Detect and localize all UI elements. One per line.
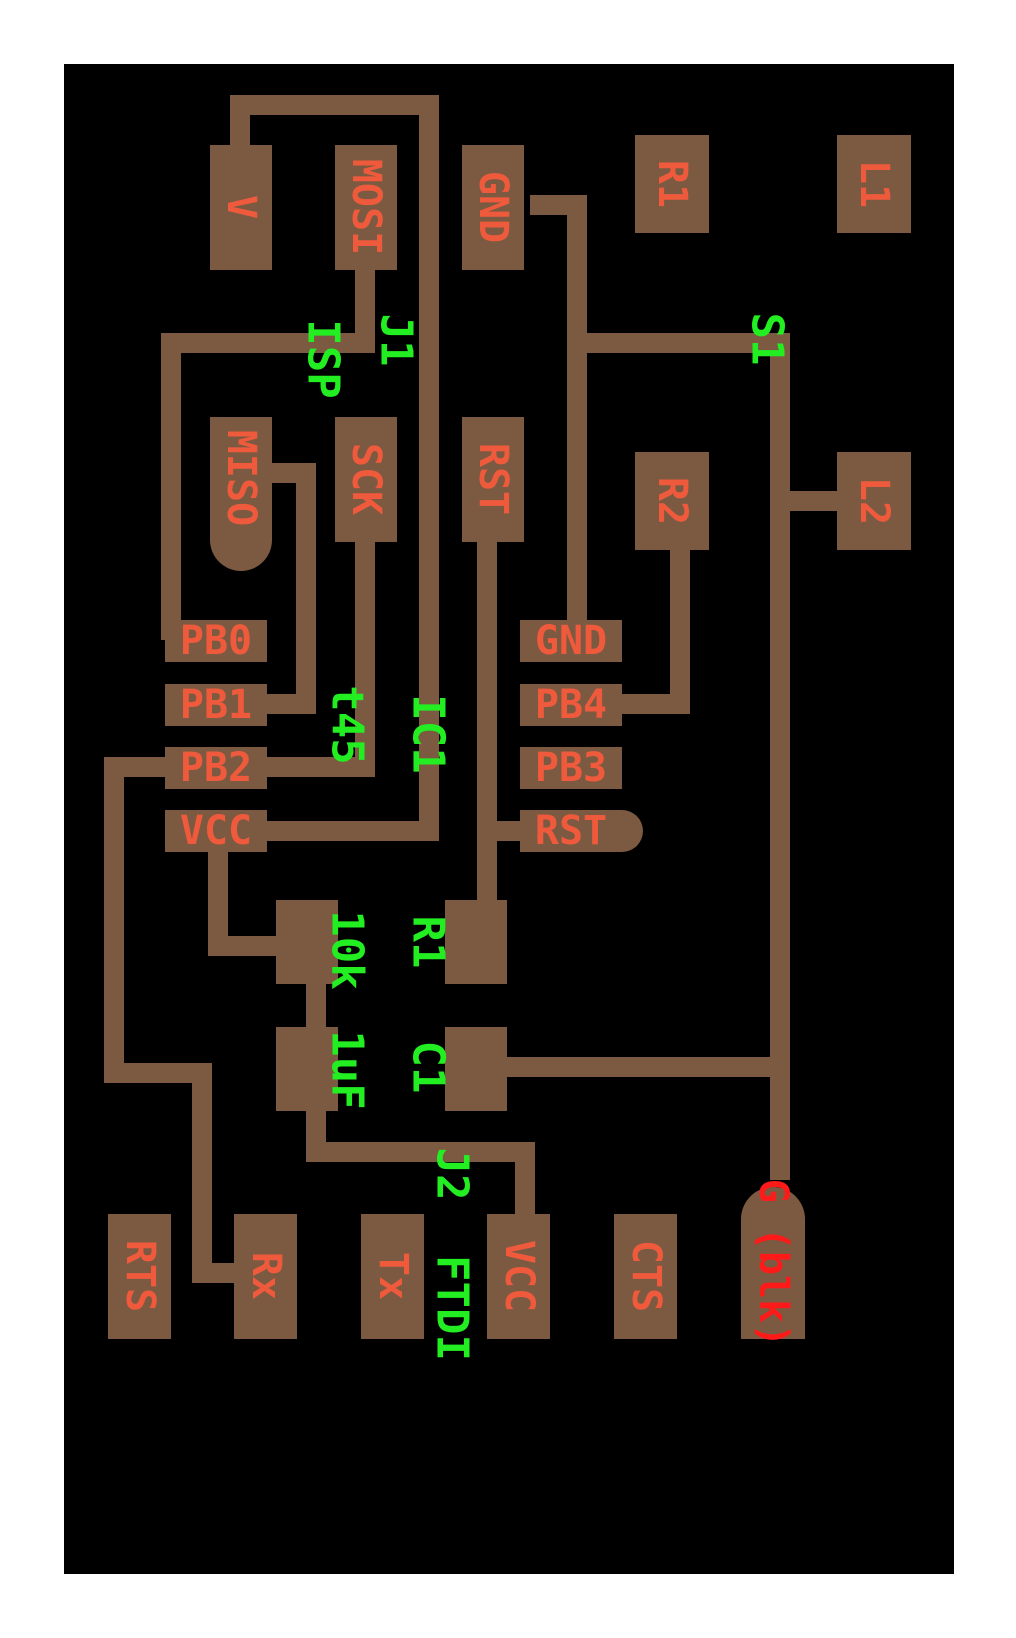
pad-label-sck: SCK (343, 443, 389, 515)
pad-r1-top (635, 135, 709, 233)
pad-vcc-ic (165, 810, 267, 852)
pad-r1-left (276, 900, 338, 984)
pad-label-l2: L2 (851, 477, 897, 525)
trace-gnd-bus (530, 195, 587, 640)
ic-pin-labels: PB0 PB1 PB2 VCC GND PB4 PB3 RST (180, 618, 607, 854)
trace-r2-to-pb4 (610, 520, 690, 714)
pin-label-rst-ic: RST (535, 808, 607, 854)
pad-label-rst-top: RST (470, 443, 516, 515)
pad-label-miso: MISO (218, 430, 264, 526)
pad-label-l1: L1 (851, 160, 897, 208)
ref-s1: S1 (742, 313, 793, 366)
ref-ic1: IC1 (403, 694, 454, 773)
pad-miso (210, 417, 272, 571)
pad-pb4 (520, 684, 622, 726)
pad-label-v: V (218, 195, 264, 219)
trace-mosi-to-pb0 (161, 250, 375, 640)
pad-label-tx: Tx (370, 1252, 416, 1300)
pad-c1-right (445, 1027, 507, 1111)
pad-tx (361, 1214, 424, 1339)
pad-v (210, 145, 272, 270)
pad-sck (335, 417, 397, 542)
pad-label-mosi: MOSI (343, 159, 389, 255)
pad-cts (614, 1214, 677, 1339)
pin-label-pb2: PB2 (180, 745, 252, 791)
pad-gnd-top (462, 145, 524, 270)
ref-ftdi: FTDI (427, 1255, 478, 1361)
trace-gnd-bus-s1 (577, 333, 790, 1180)
pads (108, 135, 911, 1339)
ref-r1: R1 (403, 916, 454, 969)
ref-isp: ISP (298, 319, 349, 398)
ref-t45: t45 (322, 685, 373, 764)
ref-c1-value: 1uF (322, 1030, 373, 1109)
pad-label-g-blk: G (blk) (750, 1179, 796, 1348)
reference-designators: J1 ISP S1 IC1 t45 R1 10k C1 1uF J2 FTDI (298, 313, 793, 1361)
pad-gnd-ic (520, 620, 622, 662)
pin-label-pb0: PB0 (180, 618, 252, 664)
pad-r1-right (445, 900, 507, 984)
pin-label-pb3: PB3 (535, 745, 607, 791)
pad-pb0 (165, 620, 267, 662)
pad-pb1 (165, 684, 267, 726)
pad-label-vcc-ftdi: VCC (496, 1240, 542, 1312)
trace-pb2-to-rx (104, 757, 240, 1283)
pad-rst-ic (520, 810, 643, 852)
pad-r2 (635, 452, 709, 550)
pad-label-rx: Rx (243, 1252, 289, 1300)
pad-label-r2: R2 (649, 477, 695, 525)
trace-vcc-to-r1 (208, 831, 290, 956)
pad-label-r1-top: R1 (649, 160, 695, 208)
pin-label-pb1: PB1 (180, 682, 252, 728)
pad-rx (234, 1214, 297, 1339)
pad-pb3 (520, 747, 622, 789)
pad-l1 (837, 135, 911, 233)
pad-label-cts: CTS (623, 1240, 669, 1312)
pad-label-rts: RTS (117, 1240, 163, 1312)
pad-label-gnd-top: GND (470, 171, 516, 243)
pad-c1-left (276, 1027, 338, 1111)
pad-g-blk (741, 1187, 805, 1339)
pad-rts (108, 1214, 171, 1339)
pad-labels: V MOSI GND R1 L1 MISO SCK RST R2 L2 RTS … (117, 159, 897, 1312)
pad-pb2 (165, 747, 267, 789)
ref-r1-value: 10k (322, 910, 373, 989)
ref-c1: C1 (403, 1041, 454, 1094)
pin-label-gnd-ic: GND (535, 618, 607, 664)
pad-l2 (837, 452, 911, 550)
pad-rst-top (462, 417, 524, 542)
traces (104, 95, 850, 1283)
pad-vcc-ftdi (487, 1214, 550, 1339)
trace-v-to-vcc (200, 95, 439, 841)
pad-mosi (335, 145, 397, 270)
pin-label-pb4: PB4 (535, 682, 607, 728)
ref-j2: J2 (427, 1148, 478, 1201)
pin-label-vcc-ic: VCC (180, 808, 252, 854)
ref-j1: J1 (371, 314, 422, 367)
